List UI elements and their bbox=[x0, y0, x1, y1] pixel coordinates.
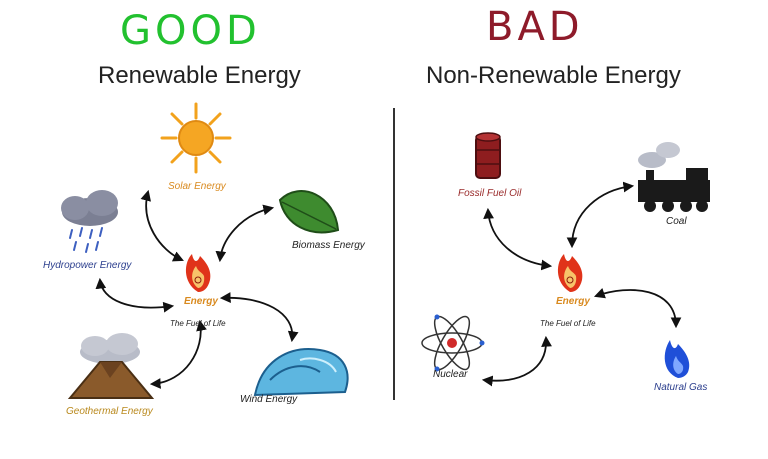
wind-label: Wind Energy bbox=[240, 394, 297, 405]
oil-label: Fossil Fuel Oil bbox=[458, 188, 521, 199]
coal-label: Coal bbox=[666, 216, 687, 227]
volcano-icon bbox=[70, 333, 152, 398]
flame-icon-right bbox=[558, 254, 582, 292]
center-label: Energy bbox=[184, 296, 218, 307]
hydro-label: Hydropower Energy bbox=[43, 260, 131, 271]
leaf-icon bbox=[280, 191, 338, 232]
train-icon bbox=[638, 142, 710, 212]
solar-label: Solar Energy bbox=[168, 181, 226, 192]
center-label-right: Energy bbox=[556, 296, 590, 307]
atom-icon bbox=[422, 312, 485, 374]
nuclear-label: Nuclear bbox=[433, 369, 467, 380]
wave-icon bbox=[255, 349, 348, 395]
biomass-label: Biomass Energy bbox=[292, 240, 365, 251]
center-sublabel-right: The Fuel of Life bbox=[540, 319, 596, 328]
center-sublabel: The Fuel of Life bbox=[170, 319, 226, 328]
geothermal-label: Geothermal Energy bbox=[66, 406, 153, 417]
sun-icon bbox=[162, 104, 230, 172]
oil-barrel-icon bbox=[476, 133, 500, 178]
flame-icon bbox=[186, 254, 210, 292]
gas-label: Natural Gas bbox=[654, 382, 707, 393]
rain-cloud-icon bbox=[61, 190, 118, 252]
gas-flame-icon bbox=[665, 340, 690, 378]
